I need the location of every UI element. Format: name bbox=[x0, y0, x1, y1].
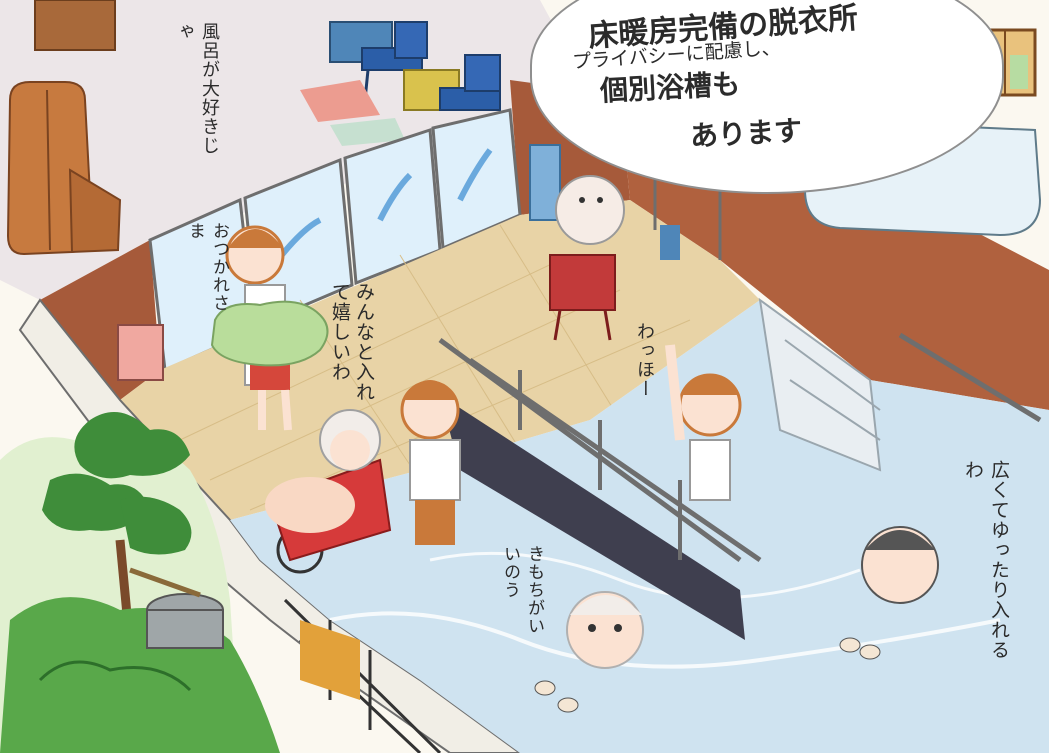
right-speech: 広くてゆったり入れるわ bbox=[962, 460, 1010, 660]
elder-speech: きもちがいいのう bbox=[500, 545, 544, 635]
helper-pushing bbox=[400, 380, 461, 545]
bather-right bbox=[861, 526, 939, 604]
stair-rail bbox=[438, 337, 762, 640]
header-line3: 個別浴槽も bbox=[599, 67, 741, 108]
elder-in-water bbox=[566, 591, 644, 669]
kid-speech: 風呂が大好きじゃ bbox=[173, 22, 220, 155]
staff-speech: おつかれさま bbox=[185, 222, 229, 312]
wooden-cabinet bbox=[6, 81, 122, 256]
helper-speech: みんなと入れて嬉しいわ bbox=[329, 282, 375, 402]
header-line4: あります bbox=[689, 114, 803, 153]
chairs-and-baskets bbox=[329, 21, 501, 111]
wave-speech: わっほー bbox=[634, 322, 655, 398]
waving-staff bbox=[665, 344, 742, 501]
elderly-in-wheelchair bbox=[265, 409, 392, 574]
